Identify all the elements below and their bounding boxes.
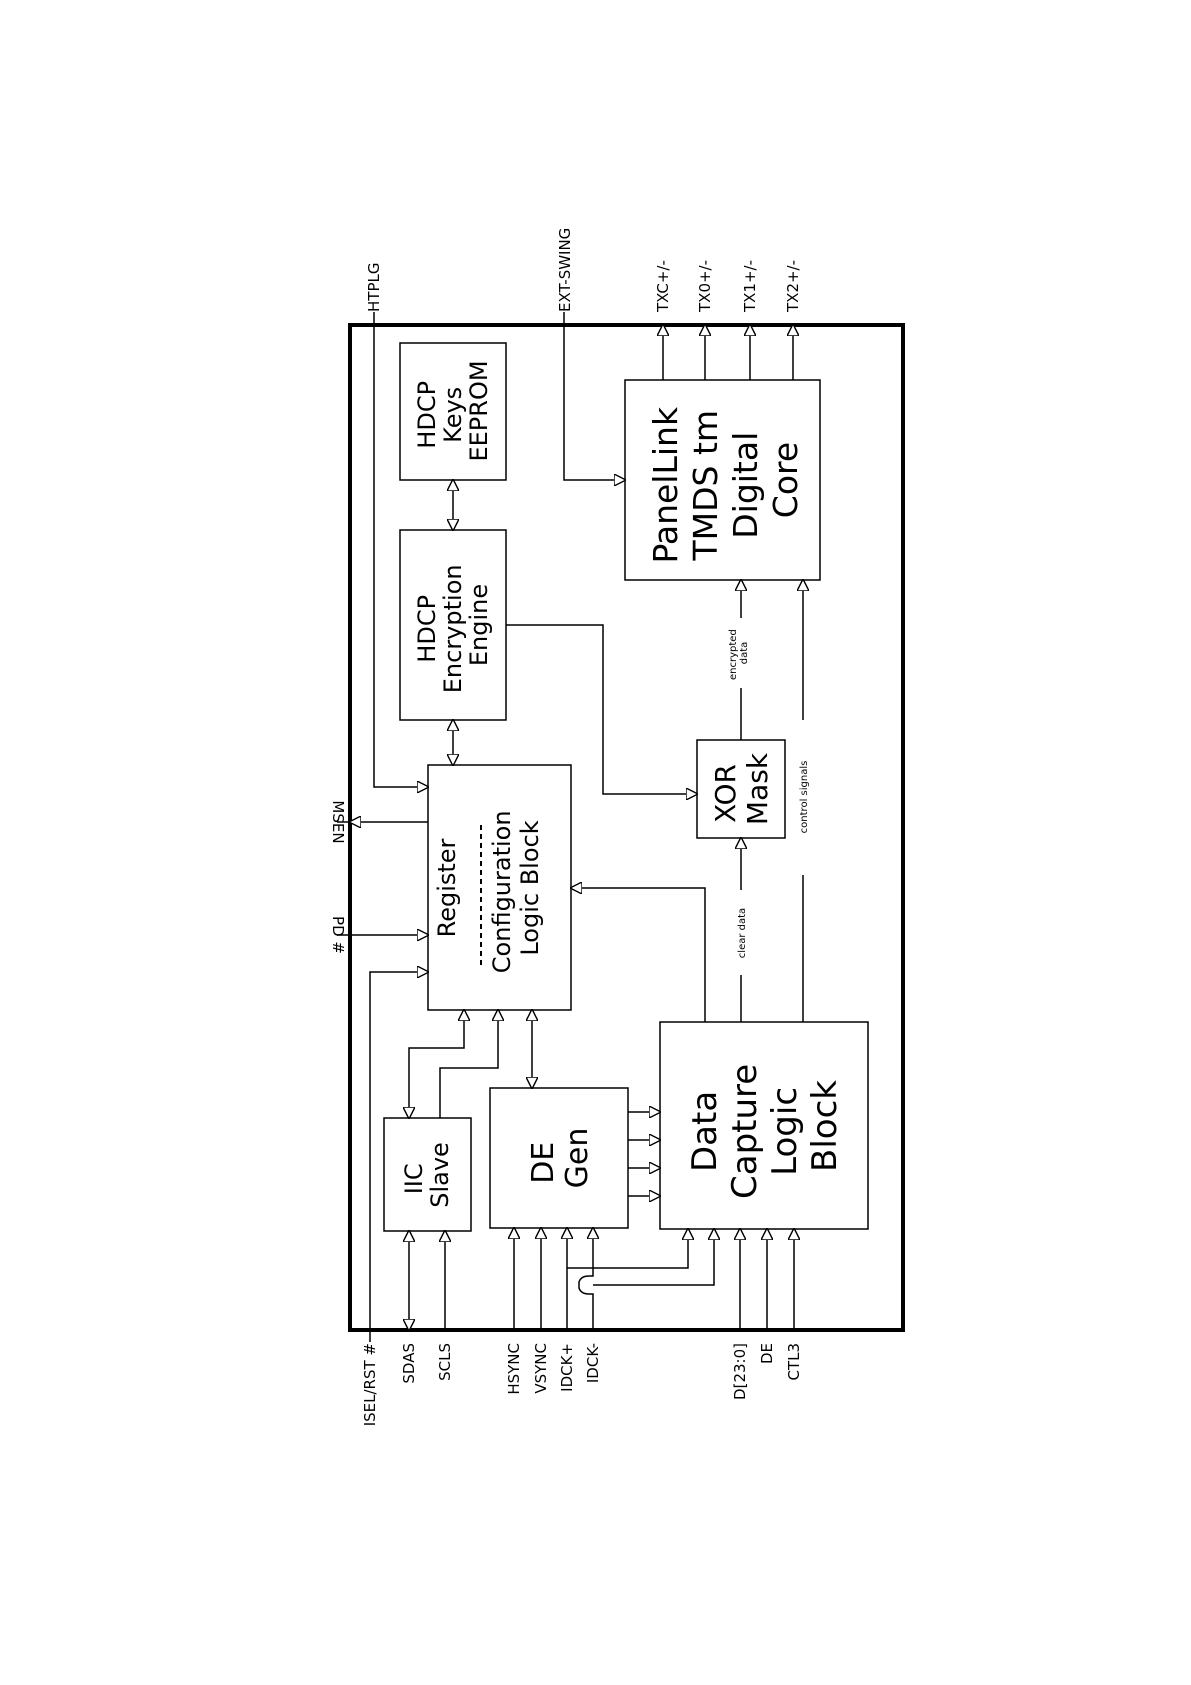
de-gen-block: DE Gen — [489, 1087, 629, 1229]
isel-rst-label: ISEL/RST # — [361, 1343, 379, 1426]
vsync-label: VSYNC — [532, 1343, 550, 1394]
svg-text:HDCP Keys EEPROM: HDCP Keys EEPROM — [413, 360, 493, 461]
hsync-label: HSYNC — [505, 1343, 523, 1395]
idck-minus-capture-wire — [593, 1229, 714, 1286]
de-label: DE — [758, 1343, 776, 1364]
hdcp-keys-line-3: EEPROM — [465, 360, 493, 461]
data-capture-line-1: Data — [685, 1091, 725, 1172]
idck-minus-wire — [578, 1228, 593, 1330]
clear-data-annotation: clear data — [737, 908, 748, 958]
tx1-label: TX1+/- — [741, 260, 759, 313]
encrypted-line-2: data — [739, 642, 750, 665]
txc-label: TXC+/- — [654, 260, 672, 313]
capture-register-wire — [571, 888, 706, 1022]
svg-text:PanelLink TMDS tm: PanelLink TMDS tm Digital Core — [646, 396, 805, 563]
ext-swing-wire — [563, 312, 625, 480]
register-config-logic-block: Register Configuration Logic Block — [427, 764, 572, 1011]
data-capture-logic-block: Data Capture Logic Block — [659, 1021, 869, 1230]
htplg-label: HTPLG — [365, 263, 383, 312]
panellink-line-4: Core — [766, 442, 805, 518]
svg-text:Data Capture Logic: Data Capture Logic Block — [685, 1053, 845, 1199]
hdcp-keys-line-1: HDCP — [413, 381, 441, 449]
scls-label: SCLS — [436, 1343, 454, 1381]
svg-text:Configuration Logic Bloc: Configuration Logic Block — [488, 803, 544, 973]
xor-mask-line-1: XOR — [709, 764, 742, 823]
hdcp-keys-line-2: Keys — [439, 387, 467, 443]
de-gen-line-1: DE — [526, 1142, 561, 1184]
encrypted-line-1: encrypted — [728, 629, 739, 680]
sdas-label: SDAS — [400, 1343, 418, 1384]
engine-xor-wire — [506, 624, 697, 794]
isel-rst-wire — [369, 972, 428, 1342]
svg-text:XOR Mask: XOR Mask — [709, 752, 774, 825]
htplg-wire — [373, 312, 428, 787]
hdcp-engine-line-1: HDCP — [413, 595, 441, 663]
xor-mask-block: XOR Mask — [696, 739, 786, 839]
svg-text:HDCP Encryption En: HDCP Encryption Engine — [413, 557, 493, 694]
hdcp-keys-eeprom-block: HDCP Keys EEPROM — [399, 342, 507, 481]
iic-register-wire — [409, 1010, 464, 1118]
iic-register-wire-2 — [439, 1010, 498, 1118]
iic-slave-block: IIC Slave — [383, 1117, 472, 1232]
iic-line-1: IIC — [400, 1163, 428, 1194]
register-label: Register — [433, 838, 461, 937]
svg-text:DE Gen: DE Gen — [526, 1128, 595, 1189]
panellink-core-block: PanelLink TMDS tm Digital Core — [624, 379, 821, 581]
ctl3-label: CTL3 — [785, 1343, 803, 1381]
de-gen-line-2: Gen — [560, 1128, 595, 1189]
xor-mask-line-2: Mask — [741, 752, 774, 825]
hdcp-engine-line-2: Encryption — [439, 564, 467, 693]
config-line-2: Logic Block — [516, 820, 544, 955]
panellink-line-1: PanelLink — [646, 406, 685, 563]
tx0-label: TX0+/- — [696, 260, 714, 313]
idck-plus-label: IDCK+ — [558, 1343, 576, 1392]
hdcp-engine-line-3: Engine — [465, 584, 493, 666]
panellink-line-2: TMDS tm — [686, 410, 725, 562]
ext-swing-label: EXT-SWING — [556, 228, 574, 312]
data-capture-line-4: Block — [805, 1080, 845, 1172]
data-capture-line-2: Capture — [725, 1064, 765, 1199]
control-signals-annotation: control signals — [799, 761, 810, 834]
svg-text:IIC Slave: IIC Slave — [400, 1142, 454, 1208]
d-bus-label: D[23:0] — [731, 1343, 749, 1400]
config-line-1: Configuration — [488, 810, 516, 973]
iic-line-2: Slave — [426, 1142, 454, 1208]
pd-label: PD # — [329, 916, 347, 954]
panellink-line-3: Digital — [726, 432, 765, 539]
hdcp-encryption-engine-block: HDCP Encryption Engine — [399, 529, 507, 721]
encrypted-data-annotation: encrypted data — [728, 626, 750, 680]
data-capture-line-3: Logic — [765, 1087, 805, 1176]
tx2-label: TX2+/- — [784, 260, 802, 313]
idck-plus-capture-wire — [567, 1229, 688, 1269]
msen-label: MSEN — [329, 800, 347, 843]
idck-minus-label: IDCK- — [584, 1343, 602, 1383]
